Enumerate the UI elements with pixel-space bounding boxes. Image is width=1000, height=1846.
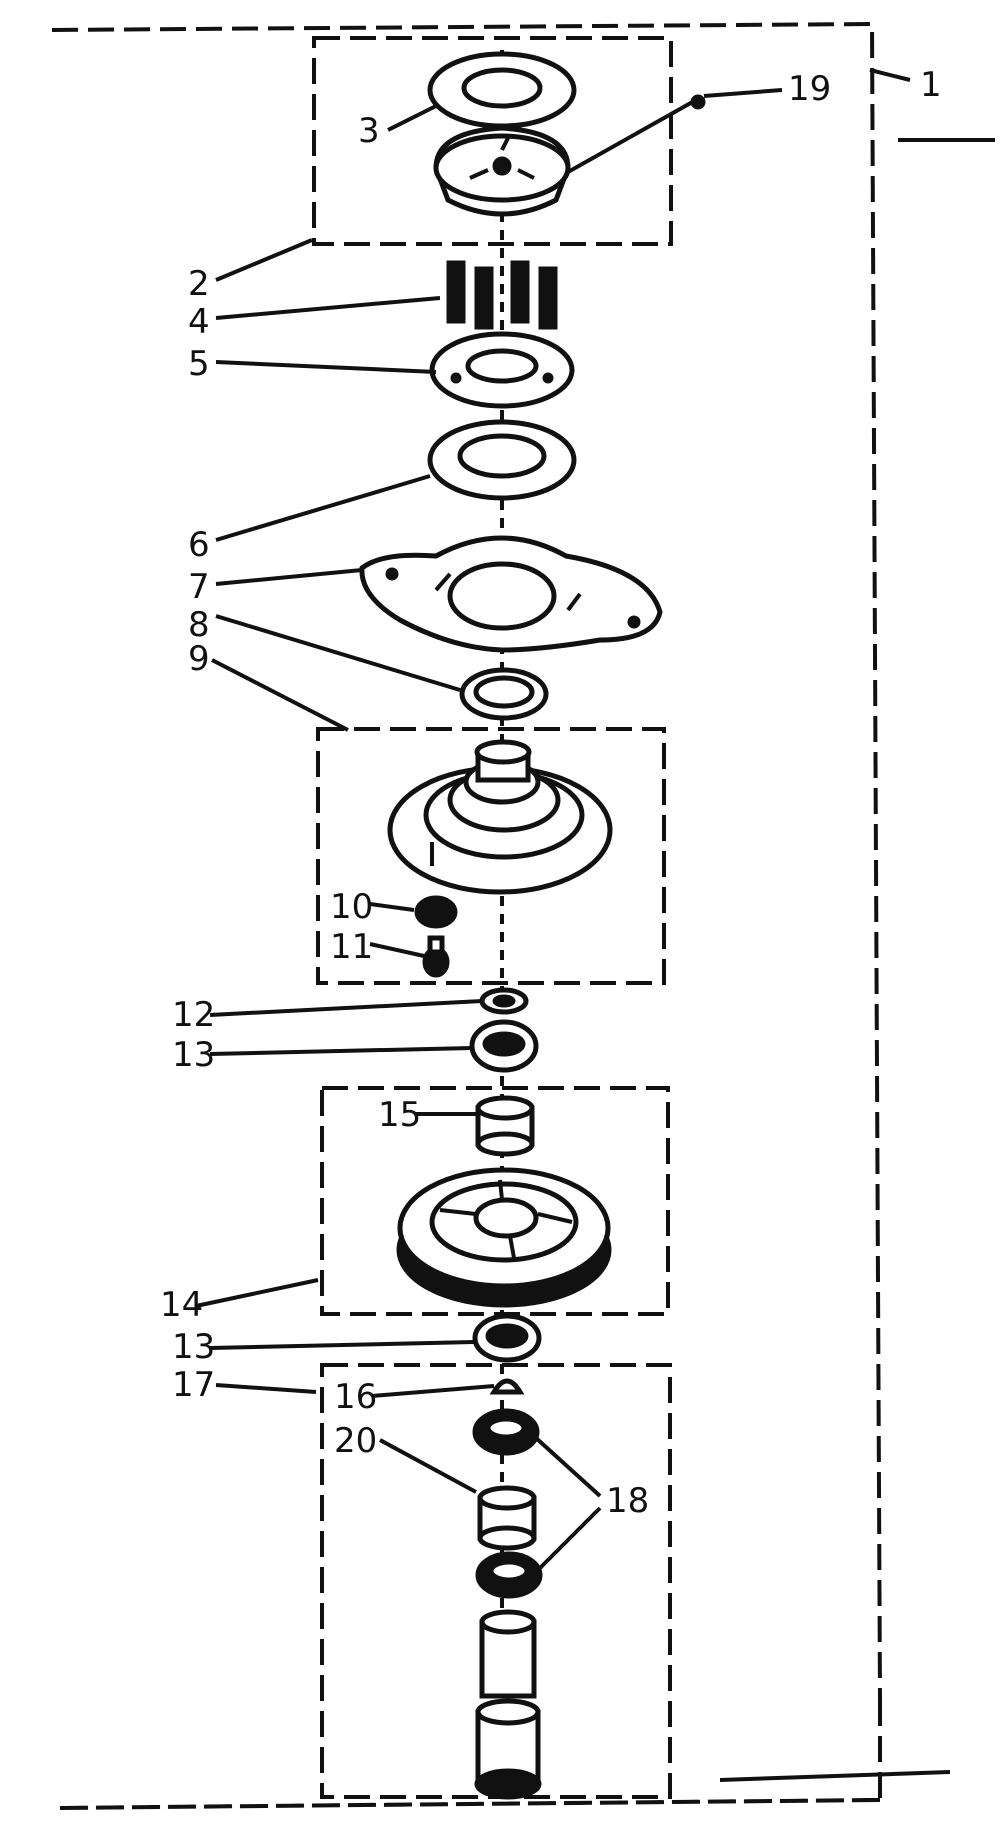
callout-9: 9 (188, 639, 210, 679)
part-14-pulley (396, 1167, 612, 1308)
part-10-nut (414, 895, 458, 929)
callout-7: 7 (188, 567, 210, 607)
part-18-seal-upper (472, 1408, 540, 1456)
part-7-flange (359, 535, 663, 653)
callout-16: 16 (334, 1377, 377, 1417)
callout-2: 2 (188, 264, 210, 304)
shaft-lower (474, 1698, 542, 1800)
group-box-2 (312, 36, 673, 246)
callout-19: 19 (788, 69, 831, 109)
part-13-bearing-upper (469, 1019, 539, 1073)
part-11-fitting (422, 935, 450, 978)
group-box-9 (316, 727, 666, 985)
part-8-ring (459, 667, 549, 721)
part-9-housing (387, 739, 613, 895)
callout-1: 1 (920, 65, 942, 105)
part-16-cap (489, 1378, 525, 1395)
callout-20: 20 (334, 1421, 377, 1461)
callout-8: 8 (188, 605, 210, 645)
callout-6: 6 (188, 525, 210, 565)
callout-14: 14 (160, 1285, 203, 1325)
part-4-springs (446, 260, 558, 330)
part-12-washer (479, 987, 529, 1015)
baseline-stroke (719, 1770, 951, 1782)
part-20-bushing (477, 1485, 537, 1551)
callout-15: 15 (378, 1095, 421, 1135)
part-13-bearing-lower (472, 1313, 542, 1363)
leader-lines (195, 68, 911, 1570)
callout-13-lower: 13 (172, 1327, 215, 1367)
callout-4: 4 (188, 302, 210, 342)
callout-17: 17 (172, 1365, 215, 1405)
group-box-14 (320, 1086, 670, 1316)
callout-12: 12 (172, 995, 215, 1035)
part-6-washer (427, 419, 577, 501)
callout-11: 11 (330, 927, 373, 967)
callout-3: 3 (358, 111, 380, 151)
part-3-washer (427, 51, 577, 129)
part-19-cap (433, 94, 706, 217)
callout-5: 5 (188, 344, 210, 384)
part-15-bushing (475, 1095, 535, 1157)
callout-13-upper: 13 (172, 1035, 215, 1075)
part-5-plate (429, 331, 575, 409)
assembly-boundary (51, 21, 882, 1810)
shaft-upper (479, 1609, 537, 1699)
callout-10: 10 (330, 887, 373, 927)
callout-18: 18 (606, 1481, 649, 1521)
part-18-seal-lower (475, 1551, 543, 1599)
